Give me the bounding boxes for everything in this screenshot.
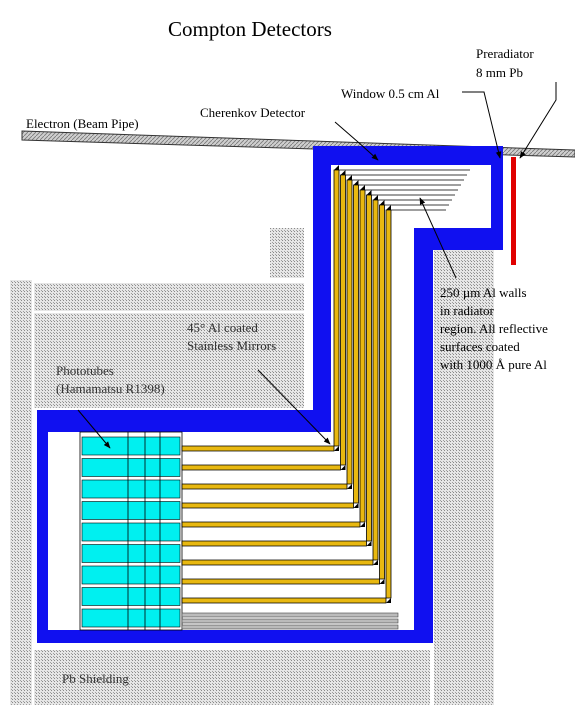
walls-label-5: with 1000 Å pure Al bbox=[440, 357, 547, 372]
light-guide-channel bbox=[181, 184, 461, 509]
mirror-corner bbox=[347, 175, 352, 180]
preradiator-plate bbox=[511, 157, 516, 265]
phototube-cell bbox=[81, 479, 181, 499]
phototube-cell bbox=[81, 522, 181, 542]
mirror-corner bbox=[360, 522, 365, 527]
light-guide-channel bbox=[181, 194, 455, 547]
preradiator-arrow bbox=[519, 82, 557, 159]
mirror-corner bbox=[334, 446, 339, 451]
phototube-cell bbox=[81, 458, 181, 477]
mirrors-label-2: Stainless Mirrors bbox=[187, 338, 276, 353]
light-guide-channel bbox=[181, 189, 458, 528]
phototube-cell bbox=[81, 501, 181, 520]
light-guide-channel bbox=[181, 174, 467, 471]
walls-label-3: region. All reflective bbox=[440, 321, 548, 336]
shielding-left-column bbox=[10, 280, 32, 705]
pb-shielding bbox=[10, 228, 494, 705]
phototube-cell bbox=[81, 544, 181, 563]
mirror-corner bbox=[353, 180, 359, 185]
phototubes-arrow bbox=[77, 409, 111, 449]
phototube-cell bbox=[81, 608, 181, 628]
mirrors-label-1: 45° Al coated bbox=[187, 320, 258, 335]
beam-pipe-label: Electron (Beam Pipe) bbox=[26, 116, 139, 131]
cherenkov-label: Cherenkov Detector bbox=[200, 105, 306, 120]
mirror-corner bbox=[373, 195, 378, 200]
mirror-corner bbox=[360, 185, 365, 190]
light-guide-channel bbox=[181, 169, 470, 452]
mirror-corner bbox=[366, 541, 372, 546]
walls-label-2: in radiator bbox=[440, 303, 494, 318]
light-guide-channel bbox=[181, 199, 452, 566]
window-label: Window 0.5 cm Al bbox=[341, 86, 440, 101]
preradiator-thickness-label: 8 mm Pb bbox=[476, 65, 523, 80]
shielding-right-column bbox=[434, 240, 494, 705]
bottom-strips bbox=[181, 612, 399, 630]
shielding-mid-left bbox=[34, 313, 304, 408]
walls-label-1: 250 µm Al walls bbox=[440, 285, 527, 300]
light-guide-channels bbox=[181, 165, 470, 604]
mirror-corner bbox=[379, 579, 385, 584]
light-guide-channel bbox=[181, 179, 464, 490]
walls-label-4: surfaces coated bbox=[440, 339, 520, 354]
walls-arrow bbox=[419, 197, 457, 279]
mirror-corner bbox=[340, 465, 346, 470]
mirror-corner bbox=[340, 170, 346, 175]
leader-arrows bbox=[77, 82, 557, 449]
phototube-cell bbox=[81, 587, 181, 606]
phototube-cell bbox=[81, 565, 181, 585]
shielding-step bbox=[270, 228, 304, 278]
mirror-corner bbox=[347, 484, 352, 489]
mirror-corner bbox=[334, 165, 339, 170]
phototube-array bbox=[79, 431, 183, 631]
shielding-label: Pb Shielding bbox=[62, 671, 129, 686]
mirror-corner bbox=[373, 560, 378, 565]
phototubes-label-1: Phototubes bbox=[56, 363, 114, 378]
light-guide-channel bbox=[181, 209, 446, 604]
preradiator-label: Preradiator bbox=[476, 46, 534, 61]
shielding-upper-left bbox=[34, 283, 304, 311]
mirror-corner bbox=[386, 598, 391, 603]
phototube-cell bbox=[81, 436, 181, 456]
diagram-title: Compton Detectors bbox=[168, 17, 332, 41]
window-arrow bbox=[462, 91, 502, 159]
cherenkov-arrow bbox=[334, 121, 379, 161]
mirror-corner bbox=[386, 205, 391, 210]
phototubes-label-2: (Hamamatsu R1398) bbox=[56, 381, 165, 396]
mirror-corner bbox=[379, 200, 385, 205]
shielding-bottom bbox=[34, 650, 430, 705]
light-guide-channel bbox=[181, 204, 449, 585]
mirror-corner bbox=[366, 190, 372, 195]
mirrors-arrow bbox=[257, 369, 331, 445]
mirror-corner bbox=[353, 503, 359, 508]
